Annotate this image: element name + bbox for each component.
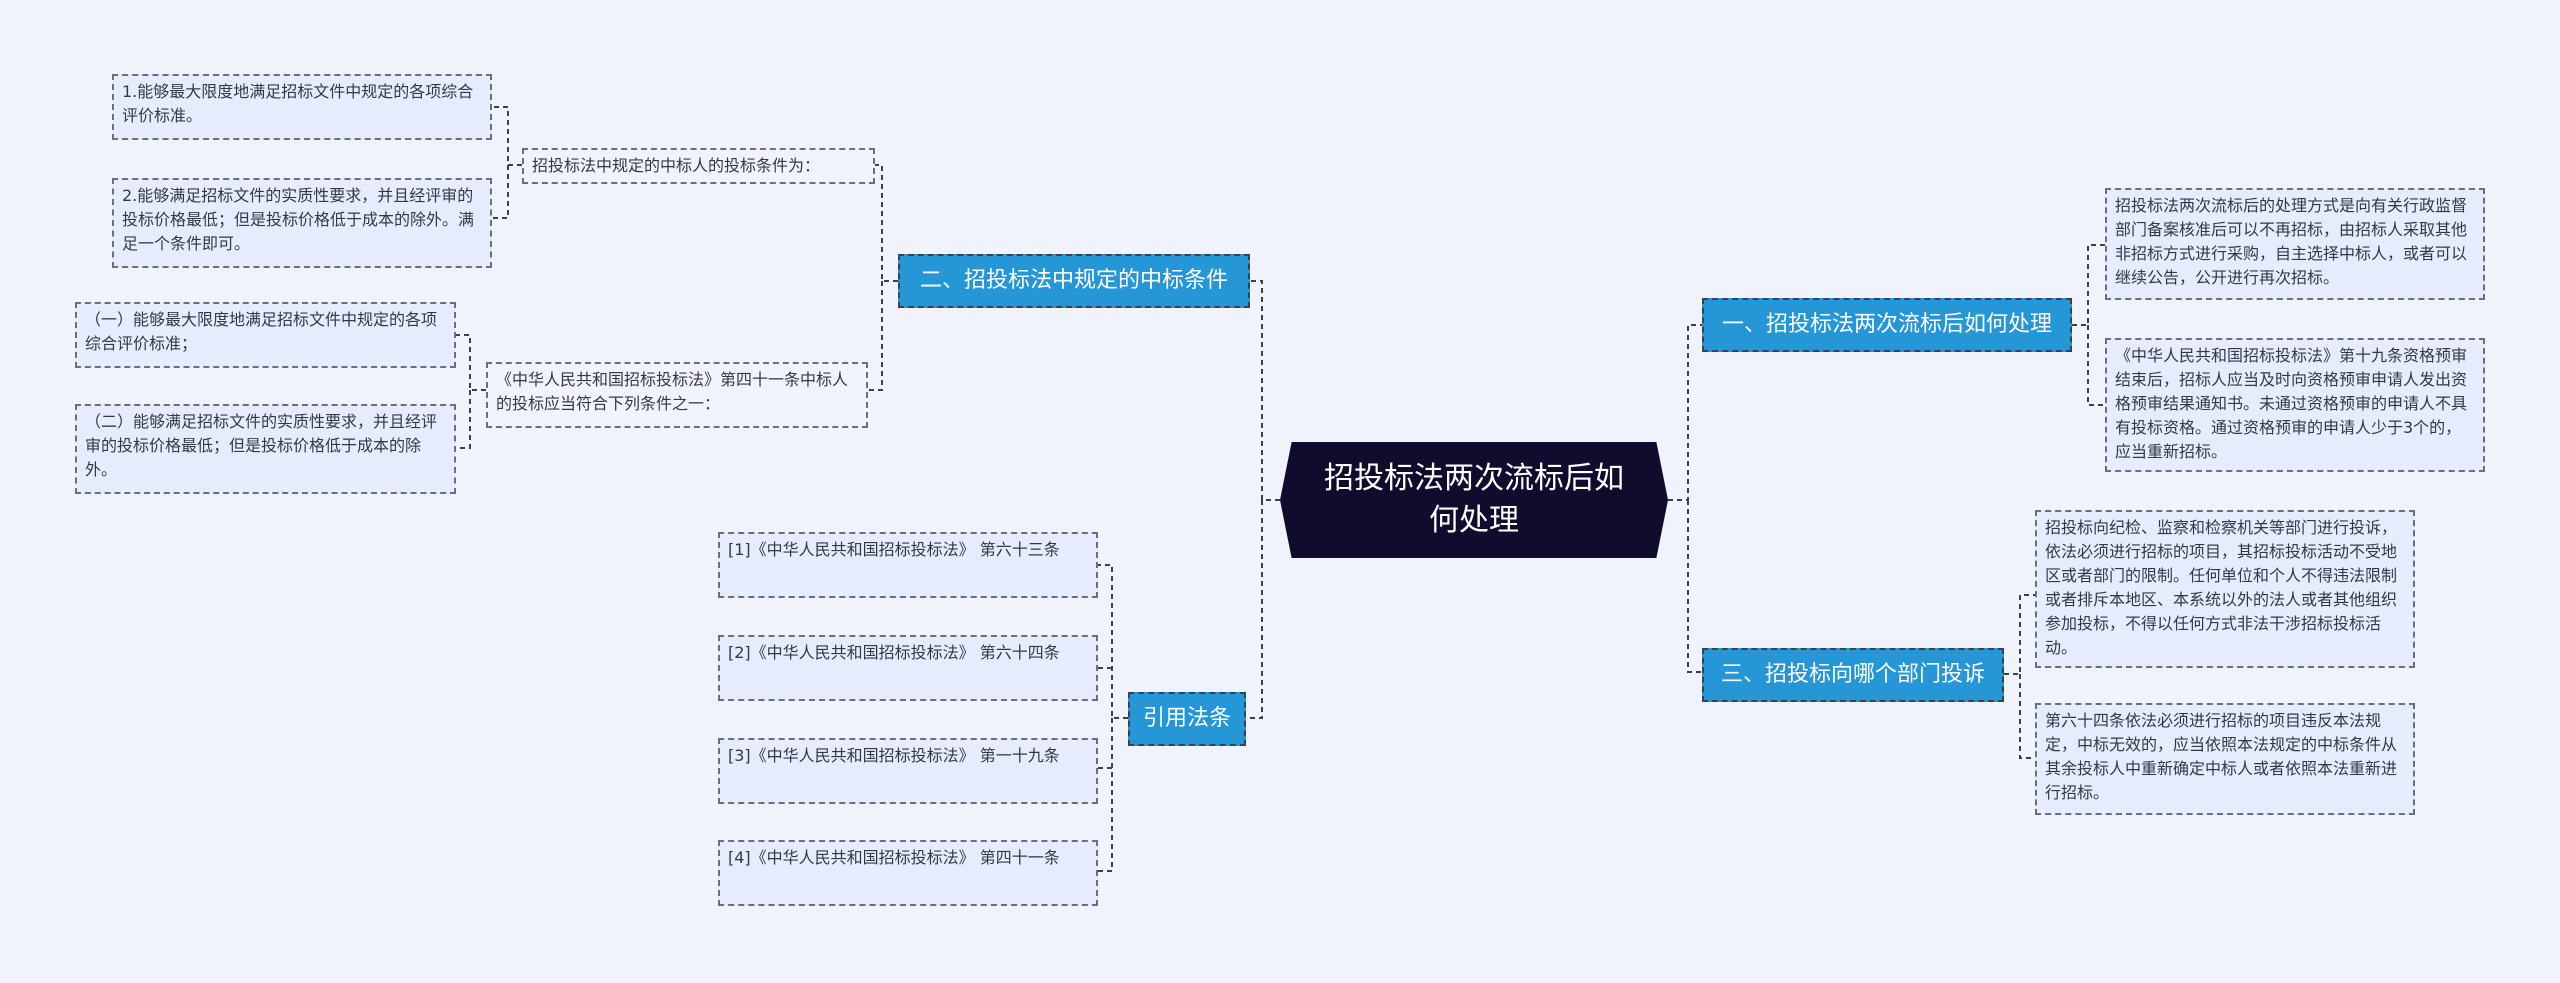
- connector: [492, 165, 509, 219]
- leaf-text: 《中华人民共和国招标投标法》第十九条资格预审结束后，招标人应当及时向资格预审申请…: [2105, 338, 2485, 472]
- connector: [2087, 325, 2105, 406]
- branch-label: 引用法条: [1142, 706, 1231, 731]
- connector: [1250, 500, 1263, 719]
- branch-complaint-department[interactable]: 三、招投标向哪个部门投诉: [1702, 648, 2004, 702]
- branch-label: 一、招投标法两次流标后如何处理: [1721, 312, 2052, 337]
- leaf-text: 1.能够最大限度地满足招标文件中规定的各项综合评价标准。: [112, 74, 492, 140]
- citation-item[interactable]: [1]《中华人民共和国招标投标法》 第六十三条: [718, 532, 1098, 598]
- citation-item[interactable]: [3]《中华人民共和国招标投标法》 第一十九条: [718, 738, 1098, 804]
- leaf-text: （二）能够满足招标文件的实质性要求，并且经评审的投标价格最低；但是投标价格低于成…: [75, 404, 456, 494]
- connector: [1687, 500, 1702, 673]
- leaf-text: 2.能够满足招标文件的实质性要求，并且经评审的投标价格最低；但是投标价格低于成本…: [112, 178, 492, 268]
- sub-topic-conditions[interactable]: 招投标法中规定的中标人的投标条件为：: [522, 148, 875, 184]
- citation-item[interactable]: [4]《中华人民共和国招标投标法》 第四十一条: [718, 840, 1098, 906]
- branch-winning-conditions[interactable]: 二、招投标法中规定的中标条件: [898, 254, 1250, 308]
- citation-item[interactable]: [2]《中华人民共和国招标投标法》 第六十四条: [718, 635, 1098, 701]
- sub-topic-article-41[interactable]: 《中华人民共和国招标投标法》第四十一条中标人的投标应当符合下列条件之一：: [486, 362, 868, 428]
- leaf-text: 招投标法两次流标后的处理方式是向有关行政监督部门备案核准后可以不再招标，由招标人…: [2105, 188, 2485, 300]
- leaf-text: 招投标向纪检、监察和检察机关等部门进行投诉，依法必须进行招标的项目，其招标投标活…: [2035, 510, 2415, 668]
- branch-cited-articles[interactable]: 引用法条: [1128, 692, 1246, 746]
- connector: [2004, 594, 2035, 675]
- connector: [492, 106, 522, 166]
- connector: [1098, 718, 1113, 872]
- connector: [868, 281, 883, 391]
- connector: [456, 334, 486, 391]
- central-topic[interactable]: 招投标法两次流标后如何处理: [1280, 442, 1668, 558]
- connector: [456, 390, 471, 449]
- branch-label: 二、招投标法中规定的中标条件: [919, 268, 1228, 293]
- connector: [1098, 564, 1128, 719]
- leaf-text: 第六十四条依法必须进行招标的项目违反本法规定，中标无效的，应当依照本法规定的中标…: [2035, 703, 2415, 815]
- branch-label: 三、招投标向哪个部门投诉: [1720, 662, 1985, 687]
- connector: [1668, 324, 1702, 501]
- central-topic-label: 招投标法两次流标后如何处理: [1324, 461, 1624, 538]
- connector: [875, 164, 898, 282]
- connector: [2072, 244, 2105, 326]
- leaf-text: （一）能够最大限度地满足招标文件中规定的各项综合评价标准；: [75, 302, 456, 368]
- branch-how-to-handle[interactable]: 一、招投标法两次流标后如何处理: [1702, 298, 2072, 352]
- connector: [2019, 674, 2035, 759]
- connector: [1250, 280, 1280, 501]
